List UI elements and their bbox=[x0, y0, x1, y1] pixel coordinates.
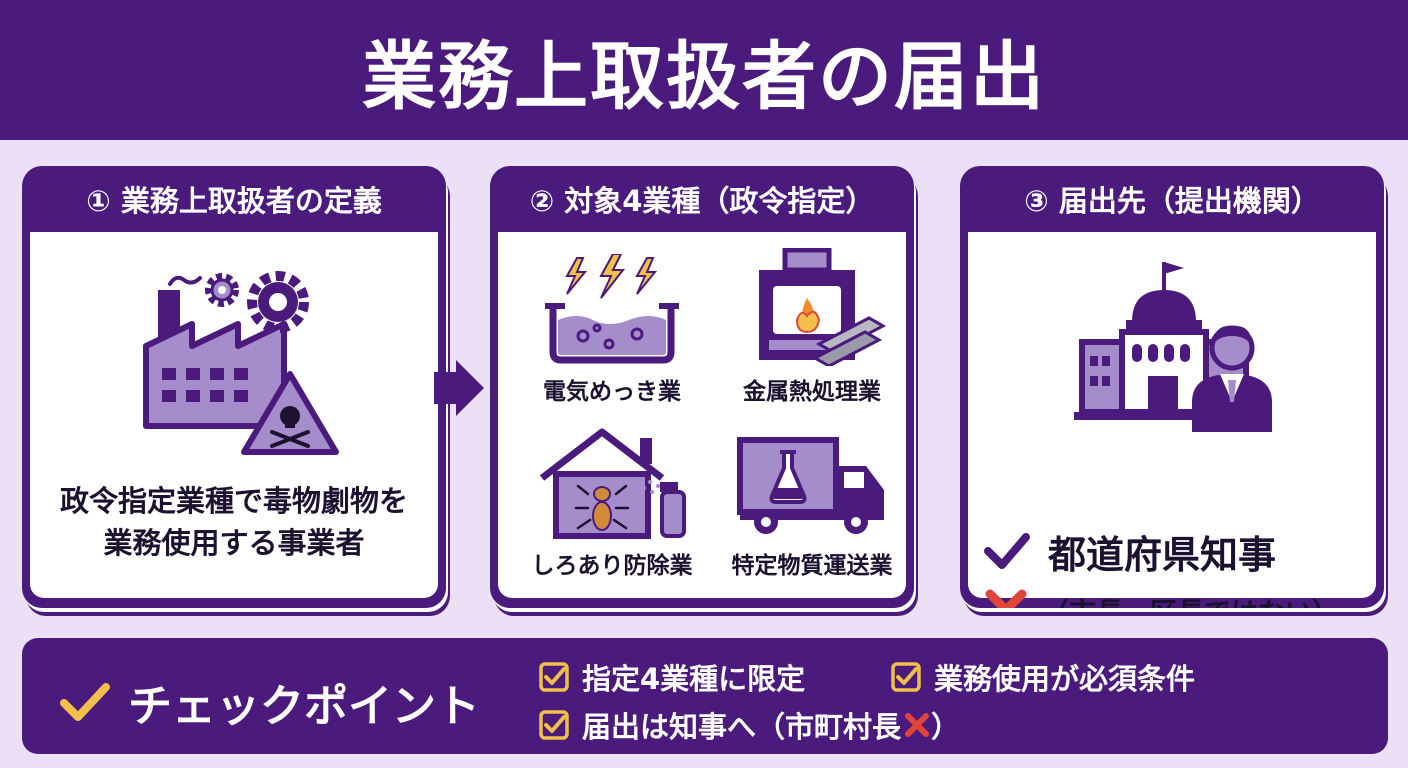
checkpoint-item-3: 届出は知事へ（市町村長 ） bbox=[538, 704, 960, 746]
correct-destination-text: 都道府県知事 bbox=[1048, 533, 1277, 577]
termite-house-icon bbox=[539, 428, 686, 539]
checkpoint-title-text: チェックポイント bbox=[128, 681, 480, 732]
correct-destination: 都道府県知事 bbox=[984, 524, 1366, 579]
checkbox-icon bbox=[539, 662, 569, 692]
checkbox-icon bbox=[539, 710, 569, 740]
arrow-right-icon bbox=[434, 360, 484, 416]
checkmark-icon bbox=[60, 683, 110, 721]
checkbox-icon bbox=[891, 662, 921, 692]
checkpoint-title: チェックポイント bbox=[60, 670, 480, 734]
definition-line-1: 政令指定業種で毒物劇物を bbox=[59, 484, 408, 518]
card-definition-heading: ① 業務上取扱者の定義 bbox=[86, 184, 382, 218]
business-label-1: 電気めっき業 bbox=[543, 379, 681, 405]
business-label-3: しろあり防除業 bbox=[531, 553, 693, 579]
definition-line-2: 業務使用する事業者 bbox=[103, 526, 365, 561]
page-title: 業務上取扱者の届出 bbox=[362, 33, 1046, 120]
government-building-official-icon bbox=[1074, 262, 1272, 432]
checkpoint-item-2-text: 業務使用が必須条件 bbox=[934, 662, 1196, 696]
business-termite-control: しろあり防除業 bbox=[512, 428, 712, 580]
cross-icon bbox=[905, 713, 930, 737]
electroplating-icon bbox=[545, 253, 679, 364]
business-label-4: 特定物質運送業 bbox=[731, 553, 893, 579]
business-electroplating: 電気めっき業 bbox=[512, 253, 712, 406]
checkpoint-item-1: 指定4業種に限定 bbox=[538, 656, 805, 698]
cross-icon bbox=[985, 589, 1027, 608]
furnace-icon bbox=[759, 247, 887, 368]
card-definition: ① 業務上取扱者の定義 bbox=[22, 166, 450, 616]
checkpoint-item-2: 業務使用が必須条件 bbox=[890, 656, 1195, 698]
title-banner: 業務上取扱者の届出 bbox=[0, 0, 1408, 140]
truck-flask-icon bbox=[737, 437, 884, 534]
card-businesses: ② 対象4業種（政令指定） 電気めっき業 bbox=[490, 166, 918, 616]
factory-hazard-icon bbox=[143, 271, 339, 455]
business-heat-treatment: 金属熱処理業 bbox=[712, 247, 912, 406]
checkmark-icon bbox=[984, 532, 1030, 569]
checkpoint-item-3-text: 届出は知事へ（市町村長 bbox=[582, 710, 902, 744]
card-submission: ③ 届出先（提出機関） bbox=[960, 166, 1388, 616]
business-label-2: 金属熱処理業 bbox=[743, 379, 881, 405]
incorrect-destination-text: （市長・区長ではない） bbox=[1042, 591, 1339, 609]
card-submission-heading: ③ 届出先（提出機関） bbox=[1024, 184, 1320, 218]
card-businesses-heading: ② 対象4業種（政令指定） bbox=[529, 184, 875, 218]
incorrect-destination: （市長・区長ではない） bbox=[984, 588, 1366, 608]
checkpoint-item-1-text: 指定4業種に限定 bbox=[582, 662, 806, 696]
checkpoint-bar: チェックポイント 指定4業種に限定 業務使用が必須条件 届出は知事へ（市町村長 … bbox=[22, 638, 1388, 754]
business-transport: 特定物質運送業 bbox=[712, 432, 912, 580]
